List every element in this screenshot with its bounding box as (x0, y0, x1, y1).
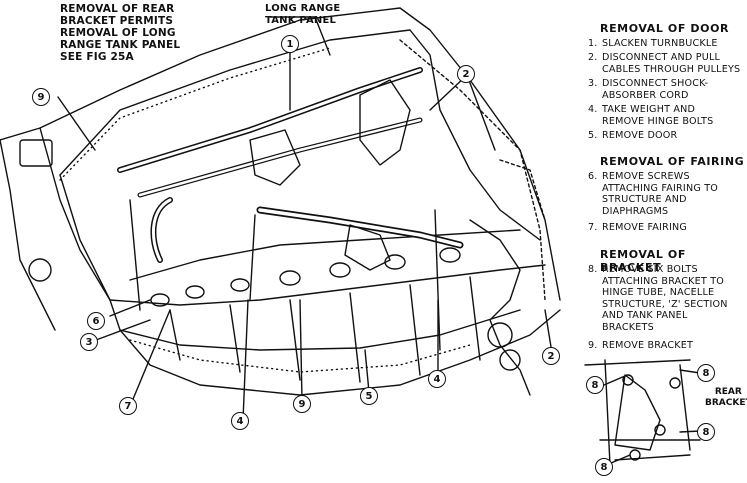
callout-9: 9 (32, 88, 50, 106)
inset-callout-8-topright: 8 (697, 364, 715, 382)
callout-3: 3 (80, 333, 98, 351)
section-title-bracket: REMOVAL OF BRACKET (600, 248, 686, 274)
callout-4-left: 4 (231, 412, 249, 430)
section-title-door: REMOVAL OF DOOR (600, 22, 730, 35)
callout-2-top: 2 (457, 65, 475, 83)
callout-7: 7 (119, 397, 137, 415)
callout-1: 1 (281, 35, 299, 53)
step-3: 3.DISCONNECT SHOCK- ABSORBER CORD (588, 78, 709, 101)
callout-4-right: 4 (428, 370, 446, 388)
step-8: 8.REMOVE SIX BOLTS ATTACHING BRACKET TO … (588, 264, 728, 333)
step-2: 2.DISCONNECT AND PULL CABLES THROUGH PUL… (588, 52, 741, 75)
section-title-fairing: REMOVAL OF FAIRING (600, 155, 745, 168)
long-range-tank-panel-label: LONG RANGE TANK PANEL (265, 3, 341, 26)
step-1: 1.SLACKEN TURNBUCKLE (588, 38, 718, 49)
callout-6: 6 (87, 312, 105, 330)
step-7: 7.REMOVE FAIRING (588, 222, 687, 233)
rear-bracket-label: REAR BRACKET (705, 387, 747, 408)
callout-9-lower: 9 (293, 395, 311, 413)
inset-callout-8-topleft: 8 (586, 376, 604, 394)
callout-2-bottom: 2 (542, 347, 560, 365)
step-9: 9.REMOVE BRACKET (588, 340, 694, 351)
inset-callout-8-midright: 8 (697, 423, 715, 441)
callout-5: 5 (360, 387, 378, 405)
inset-callout-8-bottomleft: 8 (595, 458, 613, 476)
rear-bracket-note: REMOVAL OF REAR BRACKET PERMITS REMOVAL … (60, 3, 181, 63)
step-6: 6.REMOVE SCREWS ATTACHING FAIRING TO STR… (588, 171, 719, 217)
step-4: 4.TAKE WEIGHT AND REMOVE HINGE BOLTS (588, 104, 714, 127)
step-5: 5.REMOVE DOOR (588, 130, 678, 141)
